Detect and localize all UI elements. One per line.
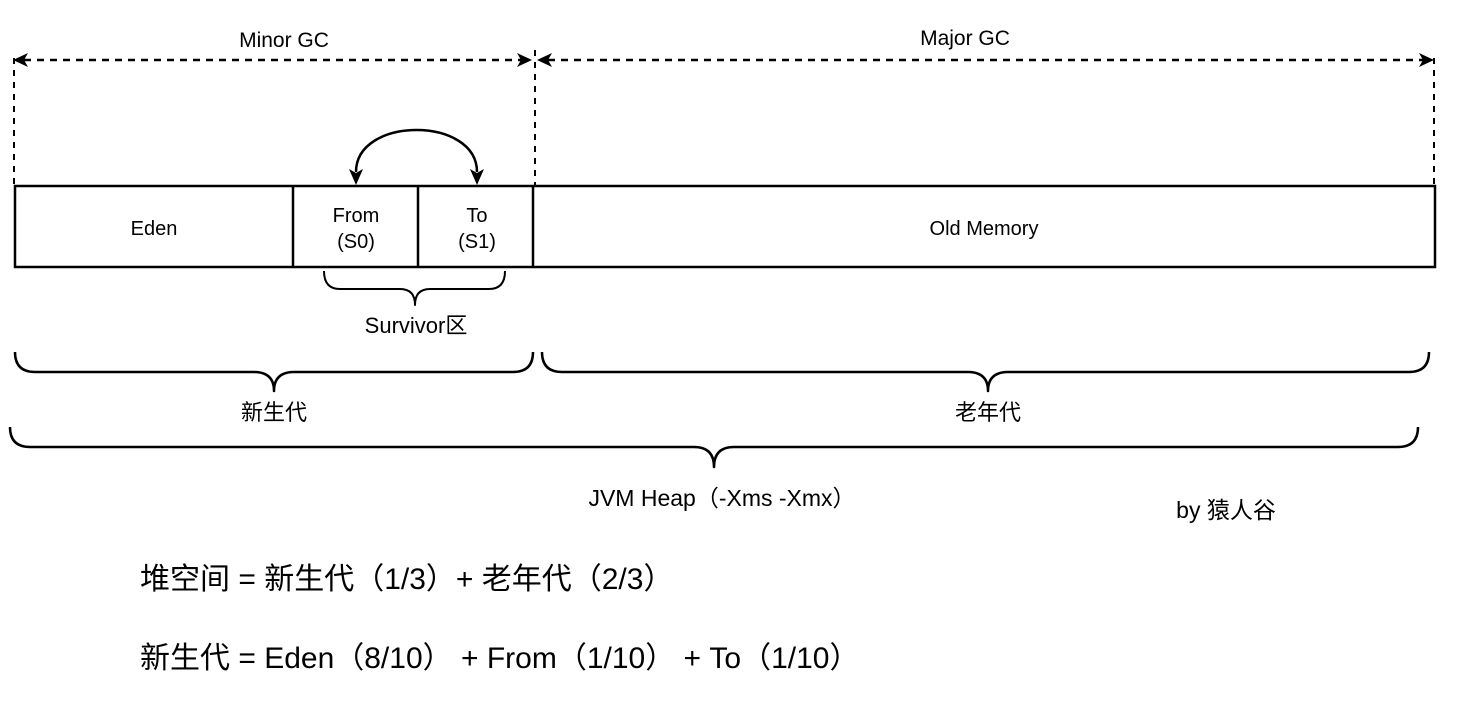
major-gc-label: Major GC — [920, 27, 1010, 50]
jvm-heap-brace — [8, 426, 1420, 469]
major-gc-span-arrow — [537, 53, 1434, 67]
to-region-label: To (S1) — [458, 203, 496, 255]
to-region-title: To — [466, 205, 488, 227]
arrowhead-down-right-icon — [470, 169, 484, 185]
old-gen-brace — [540, 351, 1431, 393]
arrowhead-down-left-icon — [349, 169, 363, 185]
jvm-heap-label: JVM Heap（-Xms -Xmx） — [588, 485, 856, 511]
minor-gc-span-arrow — [13, 53, 532, 67]
young-gen-label: 新生代 — [240, 400, 308, 425]
credit-label: by 猿人谷 — [1176, 497, 1276, 523]
arrowhead-left-icon — [537, 53, 552, 67]
formula-heap-space: 堆空间 = 新生代（1/3）+ 老年代（2/3） — [140, 563, 674, 596]
arrowhead-right-icon — [517, 53, 532, 67]
young-gen-brace — [13, 351, 535, 393]
survivor-brace — [323, 270, 506, 306]
eden-region-label: Eden — [130, 218, 178, 240]
from-region-title: From — [332, 205, 380, 227]
survivor-swap-arrow — [349, 128, 484, 185]
survivor-label: Survivor区 — [364, 313, 468, 338]
heap-bar-outline — [13, 184, 1437, 269]
arrowhead-left-icon — [13, 53, 28, 67]
old-memory-region-label: Old Memory — [929, 218, 1039, 240]
old-gen-label: 老年代 — [954, 400, 1022, 425]
to-region-subtitle: (S1) — [458, 231, 496, 253]
minor-gc-label: Minor GC — [239, 29, 329, 52]
formula-young-gen: 新生代 = Eden（8/10） + From（1/10） + To（1/10） — [140, 642, 860, 675]
from-region-subtitle: (S0) — [337, 231, 375, 253]
from-region-label: From (S0) — [333, 203, 380, 255]
arrowhead-right-icon — [1419, 53, 1434, 67]
